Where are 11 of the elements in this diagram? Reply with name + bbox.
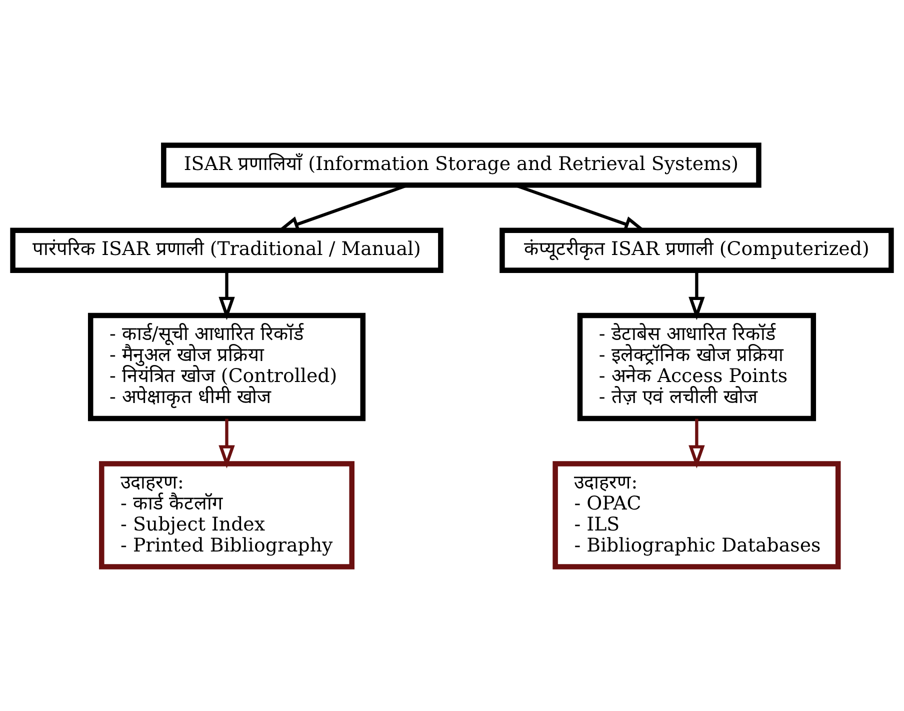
arrow [688, 270, 705, 320]
arrow [218, 418, 235, 468]
node-box: ISAR प्रणालियाँ (Information Storage and Retrieval Systems) [161, 142, 762, 188]
node-box: - डेटाबेस आधारित रिकॉर्ड - इलेक्ट्रॉनिक खोज प्रक्रिया - अनेक Access Points - तेज़ एवं लचीली खोज [577, 312, 816, 421]
node-box: उदाहरण: - OPAC - ILS - Bibliographic Databases [552, 460, 841, 569]
node-box: - कार्ड/सूची आधारित रिकॉर्ड - मैनुअल खोज प्रक्रिया - नियंत्रित खोज (Controlled) - अपेक्षाकृत धीमी खोज [88, 312, 366, 421]
arrow [218, 270, 235, 320]
node-box: उदाहरण: - कार्ड कैटलॉग - Subject Index - Printed Bibliography [99, 460, 354, 569]
node-box: कंप्यूटरीकृत ISAR प्रणाली (Computerized) [500, 227, 894, 272]
arrow [688, 418, 705, 468]
node-box: पारंपरिक ISAR प्रणाली (Traditional / Manual) [10, 227, 444, 272]
